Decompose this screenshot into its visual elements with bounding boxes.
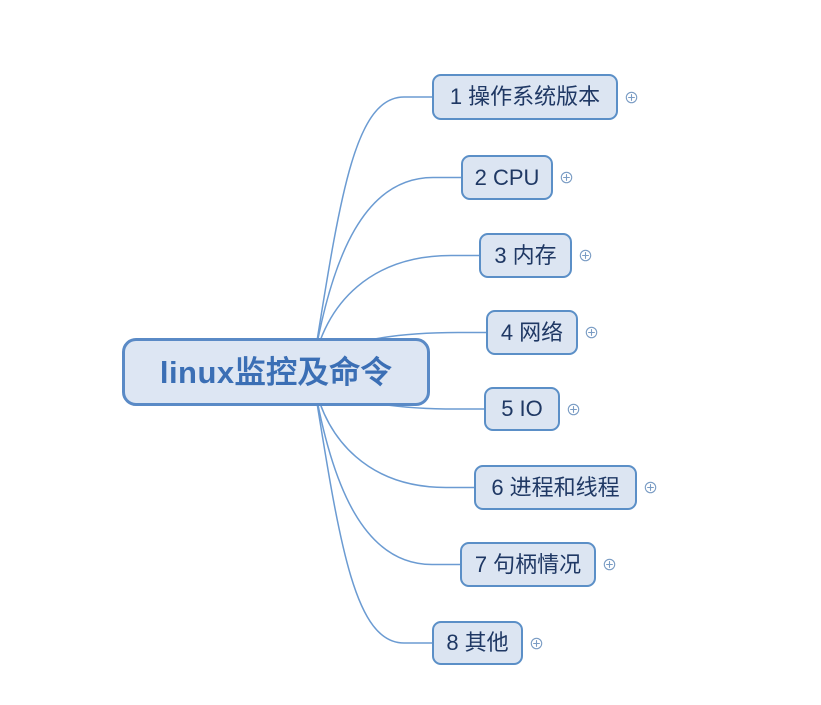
branch-node-7[interactable]: 7 句柄情况 bbox=[460, 542, 596, 587]
expand-plus-icon[interactable] bbox=[567, 403, 580, 416]
branch-node-2[interactable]: 2 CPU bbox=[461, 155, 553, 200]
expand-plus-icon[interactable] bbox=[603, 558, 616, 571]
connector-root-to-branch-1 bbox=[311, 96, 433, 373]
expand-plus-icon[interactable] bbox=[560, 171, 573, 184]
branch-node-8[interactable]: 8 其他 bbox=[432, 621, 523, 665]
branch-node-label-7: 7 句柄情况 bbox=[474, 551, 582, 577]
branch-node-label-4: 4 网络 bbox=[500, 319, 564, 345]
branch-node-3[interactable]: 3 内存 bbox=[479, 233, 572, 278]
branch-node-4[interactable]: 4 网络 bbox=[486, 310, 578, 355]
branch-node-label-3: 3 内存 bbox=[494, 242, 557, 268]
root-node[interactable]: linux监控及命令 bbox=[122, 338, 430, 406]
branch-node-label-2: 2 CPU bbox=[474, 164, 540, 190]
expand-plus-icon[interactable] bbox=[579, 249, 592, 262]
connector-root-to-branch-8 bbox=[311, 371, 433, 644]
expand-plus-icon[interactable] bbox=[530, 637, 543, 650]
branch-node-label-5: 5 IO bbox=[501, 396, 543, 421]
expand-plus-icon[interactable] bbox=[585, 326, 598, 339]
expand-plus-icon[interactable] bbox=[644, 481, 657, 494]
expand-plus-icon[interactable] bbox=[625, 91, 638, 104]
root-node-label: linux监控及命令 bbox=[159, 354, 393, 390]
branch-node-1[interactable]: 1 操作系统版本 bbox=[432, 74, 618, 120]
branch-node-6[interactable]: 6 进程和线程 bbox=[474, 465, 637, 510]
branch-node-label-8: 8 其他 bbox=[446, 630, 509, 655]
branch-node-5[interactable]: 5 IO bbox=[484, 387, 560, 431]
branch-node-label-6: 6 进程和线程 bbox=[491, 474, 620, 500]
branch-node-label-1: 1 操作系统版本 bbox=[449, 84, 601, 109]
